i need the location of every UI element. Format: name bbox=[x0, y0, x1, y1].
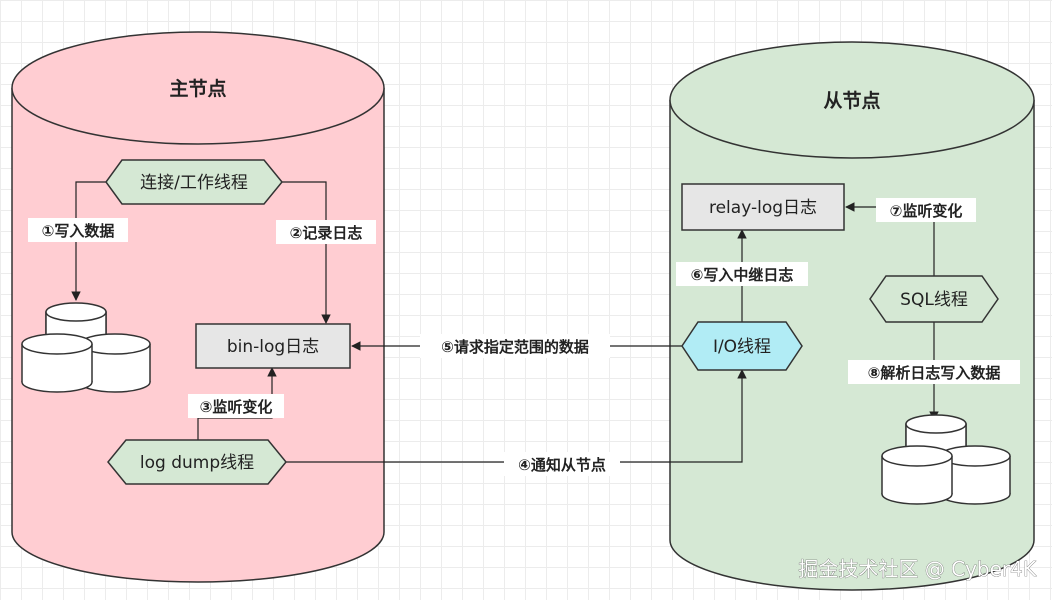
sql-thread-label: SQL线程 bbox=[900, 290, 968, 310]
arrow-notify-slave bbox=[286, 369, 747, 463]
binlog-label: bin-log日志 bbox=[227, 337, 319, 357]
relaylog-label: relay-log日志 bbox=[709, 198, 817, 218]
step-1-label: ①写入数据 bbox=[42, 222, 115, 240]
conn-thread-label: 连接/工作线程 bbox=[140, 173, 248, 193]
arrow-record-log bbox=[282, 181, 331, 324]
step-labels: ①写入数据 ②记录日志 ③监听变化 ④通知从节点 ⑤请求指定范围的数据 ⑥写入中… bbox=[28, 198, 1020, 476]
step-2-label: ②记录日志 bbox=[290, 224, 363, 242]
sql-thread-node: SQL线程 bbox=[869, 275, 999, 323]
step-6-label: ⑥写入中继日志 bbox=[691, 266, 794, 284]
step-3-label: ③监听变化 bbox=[200, 398, 273, 416]
slave-title: 从节点 bbox=[823, 90, 880, 112]
step-5-label: ⑤请求指定范围的数据 bbox=[441, 338, 589, 356]
watermark: 掘金技术社区 @ Cyber4K bbox=[798, 557, 1036, 581]
conn-thread-node: 连接/工作线程 bbox=[105, 159, 283, 205]
step-4-label: ④通知从节点 bbox=[518, 456, 606, 474]
io-thread-label: I/O线程 bbox=[713, 337, 771, 357]
io-thread-node: I/O线程 bbox=[681, 321, 803, 371]
step-7-label: ⑦监听变化 bbox=[890, 202, 963, 220]
binlog-node: bin-log日志 bbox=[195, 323, 351, 369]
dump-thread-label: log dump线程 bbox=[140, 453, 254, 473]
arrow-write-data bbox=[71, 181, 106, 301]
master-title: 主节点 bbox=[169, 78, 226, 100]
dump-thread-node: log dump线程 bbox=[107, 439, 287, 485]
step-8-label: ⑧解析日志写入数据 bbox=[868, 364, 1001, 382]
relaylog-node: relay-log日志 bbox=[681, 183, 845, 231]
